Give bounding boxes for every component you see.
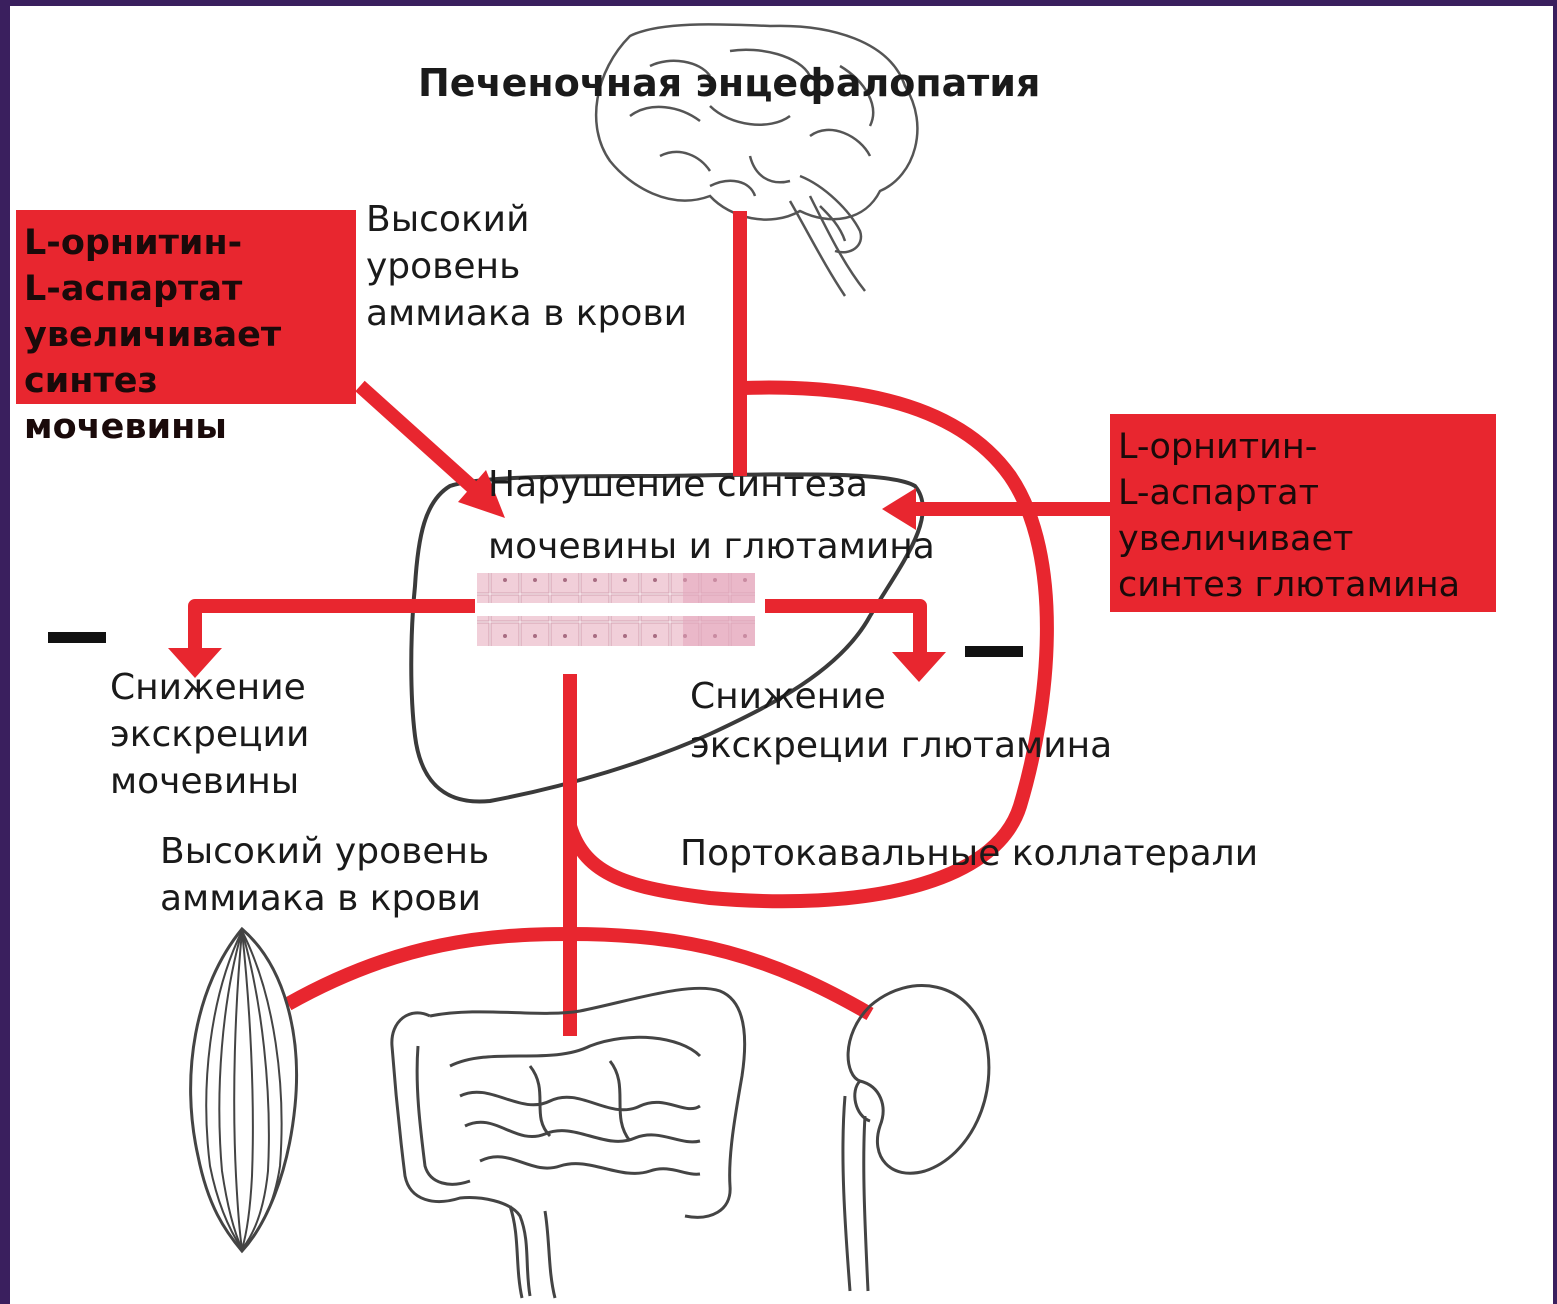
box-glutamine-synthesis: L-орнитин- L-аспартат увеличивает синтез… <box>1110 414 1496 612</box>
muscle-icon <box>191 929 297 1251</box>
label-high-ammonia-bottom: Высокий уровень аммиака в крови <box>160 828 489 922</box>
label-portocaval: Портокавальные коллатерали <box>680 830 1258 877</box>
kidney-icon <box>843 986 989 1291</box>
label-high-ammonia-top: Высокий уровень аммиака в крови <box>366 196 687 337</box>
label-liver-center: Нарушение синтеза мочевины и глютамина <box>488 454 935 578</box>
label-urea-excretion: Снижение экскреции мочевины <box>110 664 309 805</box>
box-urea-synthesis: L-орнитин- L-аспартат увеличивает синтез… <box>16 210 356 404</box>
label-glutamine-excretion: Снижение экскреции глютамина <box>690 672 1112 770</box>
diagram-artwork <box>10 6 1553 1304</box>
diagram-canvas: Печеночная энцефалопатия L-орнитин- L-ас… <box>10 6 1553 1304</box>
hepatocyte-cells <box>477 573 755 646</box>
diagram-title: Печеночная энцефалопатия <box>418 60 1040 106</box>
